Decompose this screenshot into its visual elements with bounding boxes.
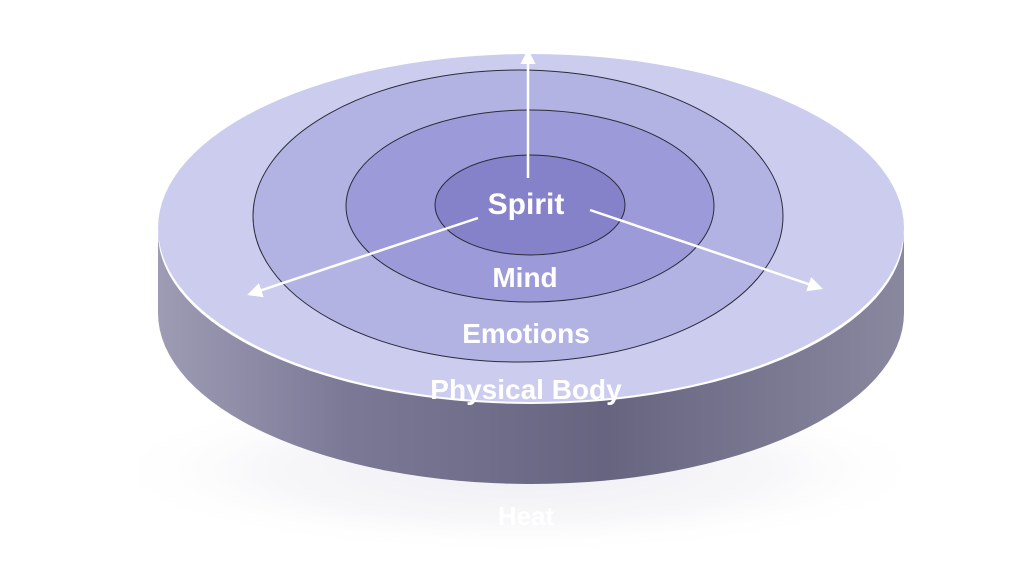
spirit-core: [434, 154, 626, 256]
spirit-label: Spirit: [488, 188, 565, 221]
arrow-left: [247, 216, 479, 298]
heat-label: Heat: [498, 501, 555, 531]
mind-label: Mind: [492, 262, 557, 293]
arrow-right: [589, 208, 823, 292]
physical-body-label: Physical Body: [430, 374, 622, 405]
brush-strokes: [40, 147, 165, 332]
emotions-label: Emotions: [462, 318, 590, 349]
disc-side: [158, 233, 904, 484]
